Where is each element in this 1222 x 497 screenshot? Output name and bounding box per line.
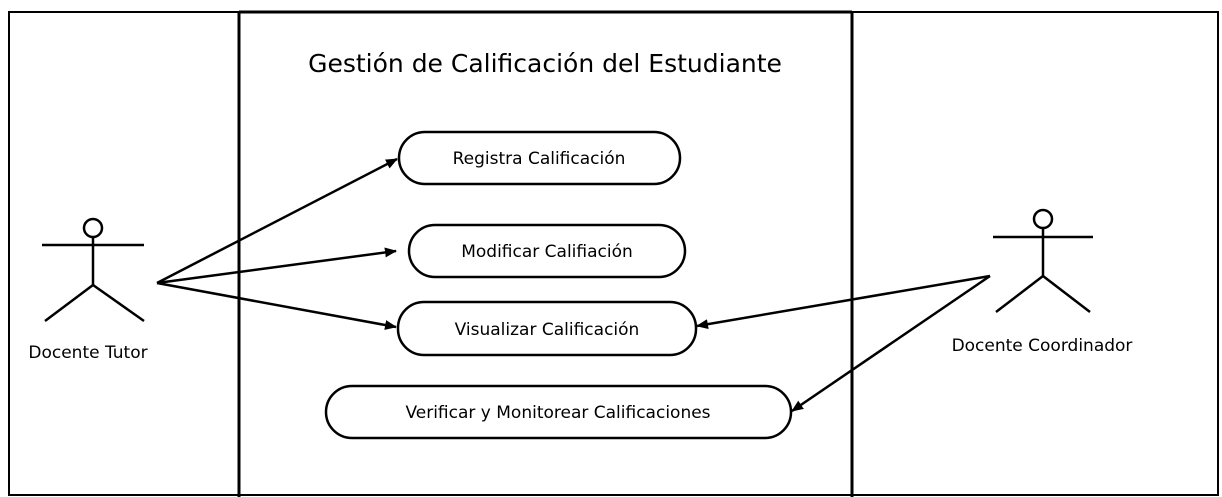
use-case-label: Modificar Califiación [461,242,633,262]
actor-label: Docente Tutor [28,343,147,363]
actor-stick-figure [993,208,1093,313]
use-case-label: Verificar y Monitorear Calificaciones [405,403,710,423]
actor-stick-figure [42,217,145,323]
association-arrow [791,274,991,413]
use-case-verificar-monitorear[interactable]: Verificar y Monitorear Calificaciones [324,384,793,440]
actor-label: Docente Coordinador [952,336,1133,356]
use-case-registra-calificacion[interactable]: Registra Calificación [397,130,682,186]
association-arrow [156,247,397,285]
system-boundary [237,10,854,497]
use-case-label: Registra Calificación [453,149,626,169]
use-case-visualizar-calificacion[interactable]: Visualizar Calificación [396,300,698,357]
use-case-modificar-califiacion[interactable]: Modificar Califiación [407,223,687,279]
association-arrow [696,274,991,330]
actor-docente-coordinador[interactable]: Docente Coordinador [952,208,1133,356]
association-arrow [156,157,398,285]
system-title: Gestión de Calificación del Estudiante [308,49,782,78]
actor-docente-tutor[interactable]: Docente Tutor [28,217,148,363]
association-arrow [156,281,397,330]
use-case-label: Visualizar Calificación [455,320,640,340]
associations [156,157,991,413]
